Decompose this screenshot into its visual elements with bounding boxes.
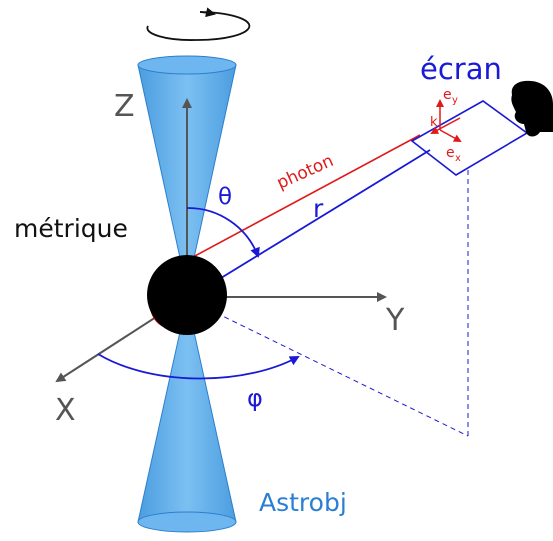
axis-x-label: X	[55, 393, 76, 428]
k-vector	[430, 117, 461, 134]
svg-text:e: e	[443, 87, 452, 103]
screen-label: écran	[420, 52, 502, 86]
black-hole	[147, 255, 227, 335]
k-label: k	[430, 115, 438, 130]
phi-arc	[97, 353, 300, 380]
photon-label: photon	[274, 151, 337, 194]
svg-text:x: x	[455, 153, 461, 164]
astrobj-label: Astrobj	[259, 488, 347, 517]
projection-dashed-line	[199, 304, 469, 437]
ex-vector	[439, 129, 462, 142]
screen-plane	[410, 100, 529, 176]
phi-label: φ	[247, 384, 263, 412]
theta-arc	[186, 207, 260, 258]
axis-y-label: Y	[385, 303, 405, 338]
svg-text:y: y	[452, 95, 458, 106]
metric-label: métrique	[14, 214, 128, 243]
axis-z-label: Z	[114, 89, 135, 124]
theta-label: θ	[218, 184, 232, 210]
svg-text:e: e	[446, 145, 455, 161]
rotation-arrow-icon	[146, 7, 251, 41]
head-silhouette-icon	[511, 80, 553, 137]
radial-line	[189, 149, 431, 298]
r-label: r	[313, 194, 324, 223]
ex-label: e x	[446, 145, 461, 164]
lower-jet-cone	[137, 299, 237, 533]
ey-label: e y	[443, 87, 458, 106]
